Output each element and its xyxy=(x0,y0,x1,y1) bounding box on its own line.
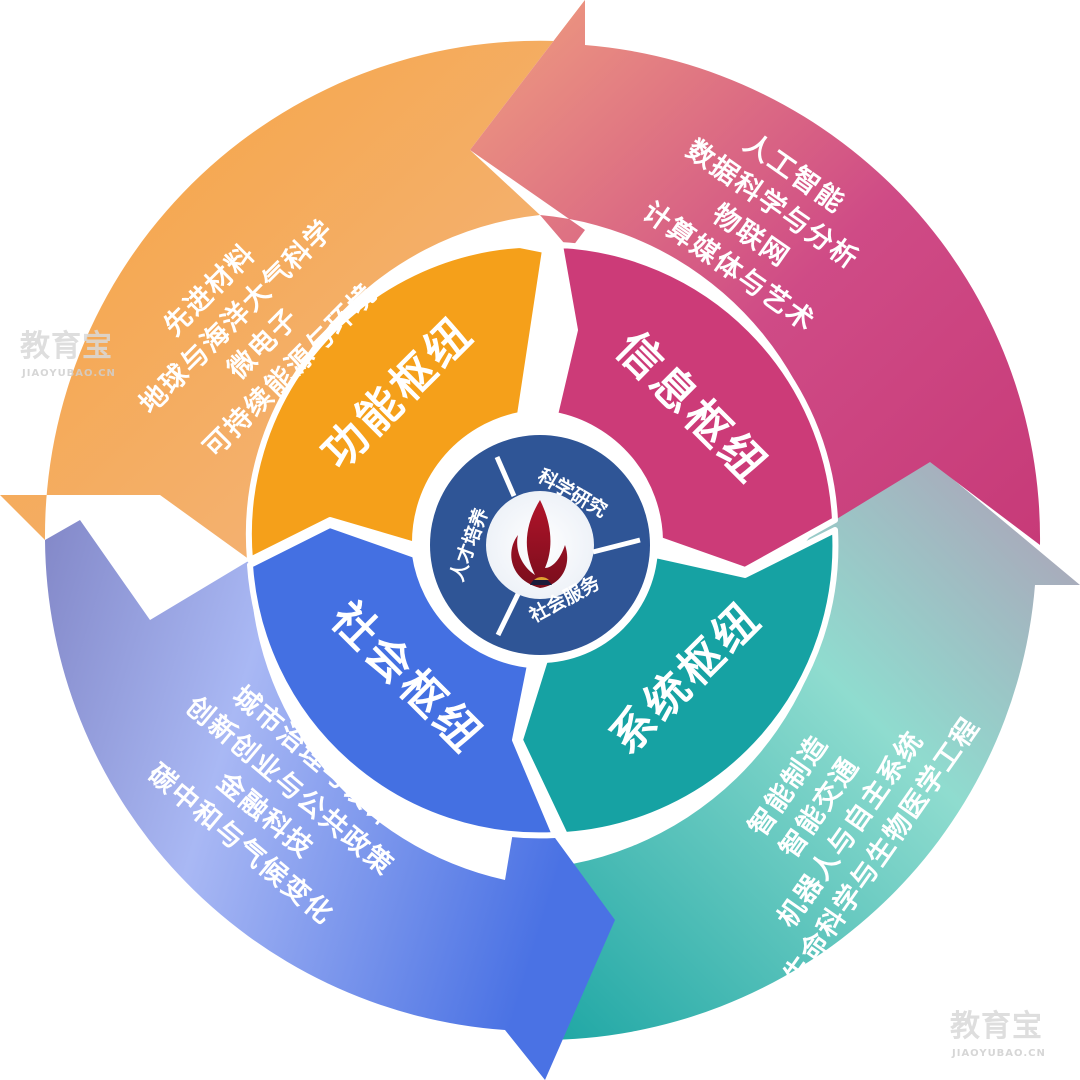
watermark-left: 教育宝 JIAOYUBAO.CN xyxy=(20,329,116,379)
arrow-system-teal xyxy=(495,460,1080,1041)
hub-social-segment xyxy=(247,522,558,839)
flame-logo-icon xyxy=(511,500,568,588)
watermark-brand: 教育宝 xyxy=(950,1009,1043,1044)
hub-ring xyxy=(245,242,839,839)
core-circle xyxy=(422,427,658,663)
hub-functional-segment xyxy=(245,242,548,563)
watermark-domain: JIAOYUBAO.CN xyxy=(951,1048,1046,1059)
arrow-functional-orange xyxy=(0,0,585,560)
watermark-brand: 教育宝 xyxy=(20,329,113,364)
hub-information-segment xyxy=(552,242,838,573)
arrow-social-blue xyxy=(45,520,615,1080)
watermark-domain: JIAOYUBAO.CN xyxy=(21,368,116,379)
watermark-right: 教育宝 JIAOYUBAO.CN xyxy=(950,1009,1046,1059)
arrow-information-magenta xyxy=(470,0,1041,545)
